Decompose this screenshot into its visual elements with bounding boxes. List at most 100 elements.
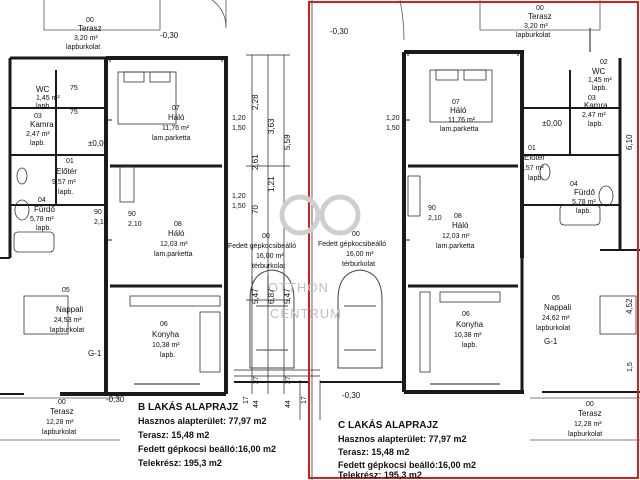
dim-label: 90 (428, 205, 436, 212)
kitchen-counter-c (419, 291, 431, 373)
car-outlines (249, 269, 383, 369)
room-label-b-storage: 03 Kamra 2,47 m² lapb. (26, 113, 54, 147)
bathtub-b (13, 231, 55, 253)
room-text: lapb. (462, 342, 477, 349)
dim-label: 1,20 (386, 115, 400, 122)
summary-line: Telekrész: 195,3 m2 (138, 458, 222, 468)
dim-label: 1,21 (267, 176, 276, 192)
level-mark: -0,30 (160, 31, 179, 40)
room-text: Fürdő (34, 205, 55, 214)
dim-label: 2,10 (94, 219, 108, 226)
bed-b (117, 71, 177, 125)
room-text: 03 (34, 113, 42, 120)
walls-apartment-c (320, 28, 640, 394)
room-text: 3,20 m² (524, 23, 548, 30)
room-text: WC (36, 85, 50, 94)
room-text: Terasz (50, 407, 74, 416)
kitchen-counter-b (129, 295, 221, 307)
dim-label: 1,5 (627, 362, 634, 372)
dining-table-b (23, 295, 69, 335)
room-text: 01 (528, 145, 536, 152)
level-markers: -0,30 -0,30 ±0,00 ±0,00 -0,30 -0,30 (88, 27, 563, 404)
dim-label: 70 (251, 205, 260, 214)
room-text: 12,03 m² (442, 233, 470, 240)
room-text: 00 (262, 233, 270, 240)
room-text: lapb. (30, 140, 45, 147)
room-text: lapb. (528, 175, 543, 182)
room-text: Háló (168, 113, 185, 122)
room-text: 10,38 m² (454, 332, 482, 339)
room-text: lapb. (592, 85, 607, 92)
room-label-b-terrace-bottom: 00 Terasz 12,28 m² lapburkolat (42, 399, 76, 436)
wardrobe-b (119, 165, 135, 203)
room-text: 1,45 m² (588, 77, 612, 84)
room-label-c-bath: 04 Fürdő 5,78 m² lapb. (570, 181, 596, 215)
highlight-frame-c (308, 1, 639, 479)
room-text: Előtér (56, 167, 77, 176)
room-text: lapburkolat (42, 429, 76, 436)
room-text: Terasz (528, 12, 552, 21)
dim-label: 2,28 (251, 94, 260, 110)
room-text: Nappali (544, 303, 571, 312)
dim-label: 6,87 (267, 288, 276, 304)
dim-label: 2,10 (128, 221, 142, 228)
summary-line: Fedett gépkocsi beálló:16,00 m2 (138, 444, 276, 454)
room-text: lapburkolat (50, 327, 84, 334)
room-text: 08 (454, 213, 462, 220)
room-text: Háló (450, 106, 467, 115)
room-text: 00 (586, 401, 594, 408)
room-text: térburkolat (252, 263, 285, 270)
room-text: 5,78 m² (30, 216, 54, 223)
room-text: 9,57 m² (520, 165, 544, 172)
summary-line: Terasz: 15,48 m2 (138, 430, 209, 440)
watermark-line1: OTTHON (268, 280, 329, 295)
dim-label: 1,20 (232, 193, 246, 200)
room-text: 2,47 m² (26, 131, 50, 138)
room-text: 00 (352, 231, 360, 238)
summary-title: C LAKÁS ALAPRAJZ (338, 418, 438, 431)
room-text: lapburkolat (516, 32, 550, 39)
room-text: 00 (536, 5, 544, 12)
summary-apartment-b: B LAKÁS ALAPRAJZ Hasznos alapterület: 77… (138, 400, 276, 468)
room-text: térburkolat (342, 261, 375, 268)
room-text: lam.parketta (152, 135, 191, 142)
dim-label: 1,50 (232, 203, 246, 210)
room-label-c-terrace-top: 00 Terasz 3,20 m² lapburkolat (516, 5, 552, 39)
room-label-b-kitchen: 06 Konyha 10,38 m² lapb. (152, 321, 180, 359)
dim-label: 44 (253, 400, 260, 408)
room-text: Terasz (578, 409, 602, 418)
room-text: 03 (588, 95, 596, 102)
room-label-c-hall: 01 Előtér 9,57 m² lapb. (520, 145, 545, 182)
room-text: 00 (86, 17, 94, 24)
room-label-b-bath: 04 Fürdő 5,78 m² lapb. (30, 197, 55, 232)
dim-label: 2,61 (251, 154, 260, 170)
room-text: 2,47 m² (582, 112, 606, 119)
room-text: lapb. (36, 103, 51, 110)
room-text: Háló (452, 221, 469, 230)
room-text: Fedett gépkocsibeálló (318, 241, 386, 248)
summary-line: Telekrész: 195,3 m2 (338, 470, 422, 480)
furniture (13, 69, 637, 373)
room-label-c-living: 05 Nappali 24,62 m² lapburkolat (536, 295, 571, 332)
room-label-c-bedroom2: 08 Háló 12,03 m² lam.parketta (436, 213, 475, 250)
summary-line: Terasz: 15,48 m2 (338, 447, 409, 457)
room-text: lam.parketta (436, 243, 475, 250)
room-text: Fedett gépkocsibeálló (228, 243, 296, 250)
summary-apartment-c: C LAKÁS ALAPRAJZ Hasznos alapterület: 77… (338, 418, 476, 480)
dim-label: 90 (94, 209, 102, 216)
room-text: 16,00 m² (346, 251, 374, 258)
room-text: lapb. (160, 352, 175, 359)
level-mark: -0,30 (330, 27, 349, 36)
dim-label: 90 (128, 211, 136, 218)
dim-label: 1,20 (232, 115, 246, 122)
toilet-c (539, 163, 551, 181)
room-text: lapburkolat (536, 325, 570, 332)
level-mark: -0,30 (106, 395, 125, 404)
room-text: Háló (168, 229, 185, 238)
room-text: 06 (462, 311, 470, 318)
room-text: 12,28 m² (46, 419, 74, 426)
room-text: Fürdő (574, 188, 595, 197)
room-label-b-hall: 01 Előtér 9,57 m² lapb. (52, 158, 77, 196)
room-text: 05 (552, 295, 560, 302)
room-label-b-bedroom2: 08 Háló 12,03 m² lam.parketta (154, 221, 193, 258)
